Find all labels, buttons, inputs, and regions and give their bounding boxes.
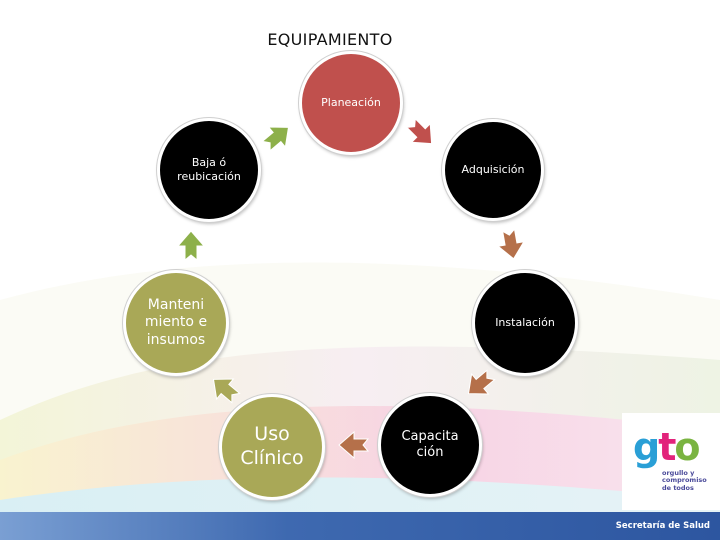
node-mantenimiento-label: Manteni miento e insumos	[144, 296, 208, 348]
node-capacitacion-label: Capacita ción	[401, 428, 459, 460]
node-planeacion-label: Planeación	[321, 96, 381, 110]
arrow-baja-planeacion-icon	[261, 126, 290, 152]
logo-tagline: orgullo y compromiso de todos	[662, 469, 707, 492]
node-mantenimiento: Manteni miento e insumos	[123, 270, 229, 376]
node-baja-label: Baja ó reubicación	[177, 156, 241, 183]
node-adquisicion-label: Adquisición	[461, 163, 525, 177]
node-planeacion: Planeación	[299, 51, 403, 155]
footer-bar: Secretaría de Salud	[0, 512, 720, 540]
node-instalacion-label: Instalación	[495, 316, 555, 330]
gto-logo: gto	[633, 425, 700, 469]
node-baja: Baja ó reubicación	[157, 118, 261, 222]
logo-panel	[622, 413, 720, 510]
node-uso-clinico-label: Uso Clínico	[240, 423, 304, 469]
arrow-planeacion-adquisicion-icon	[405, 117, 433, 145]
arrow-adquisicion-instalacion-icon	[497, 228, 525, 260]
arrow-uso-mantenimiento-icon	[212, 378, 241, 404]
node-uso-clinico: Uso Clínico	[219, 394, 325, 500]
arrow-mantenimiento-baja-icon	[176, 230, 206, 262]
arrow-instalacion-capacitacion-icon	[467, 369, 496, 395]
diagram-title: EQUIPAMIENTO	[267, 30, 393, 49]
footer-text: Secretaría de Salud	[615, 521, 710, 531]
node-adquisicion: Adquisición	[442, 119, 544, 221]
node-capacitacion: Capacita ción	[378, 393, 482, 497]
arrow-capacitacion-uso-icon	[338, 430, 370, 460]
node-instalacion: Instalación	[472, 270, 578, 376]
